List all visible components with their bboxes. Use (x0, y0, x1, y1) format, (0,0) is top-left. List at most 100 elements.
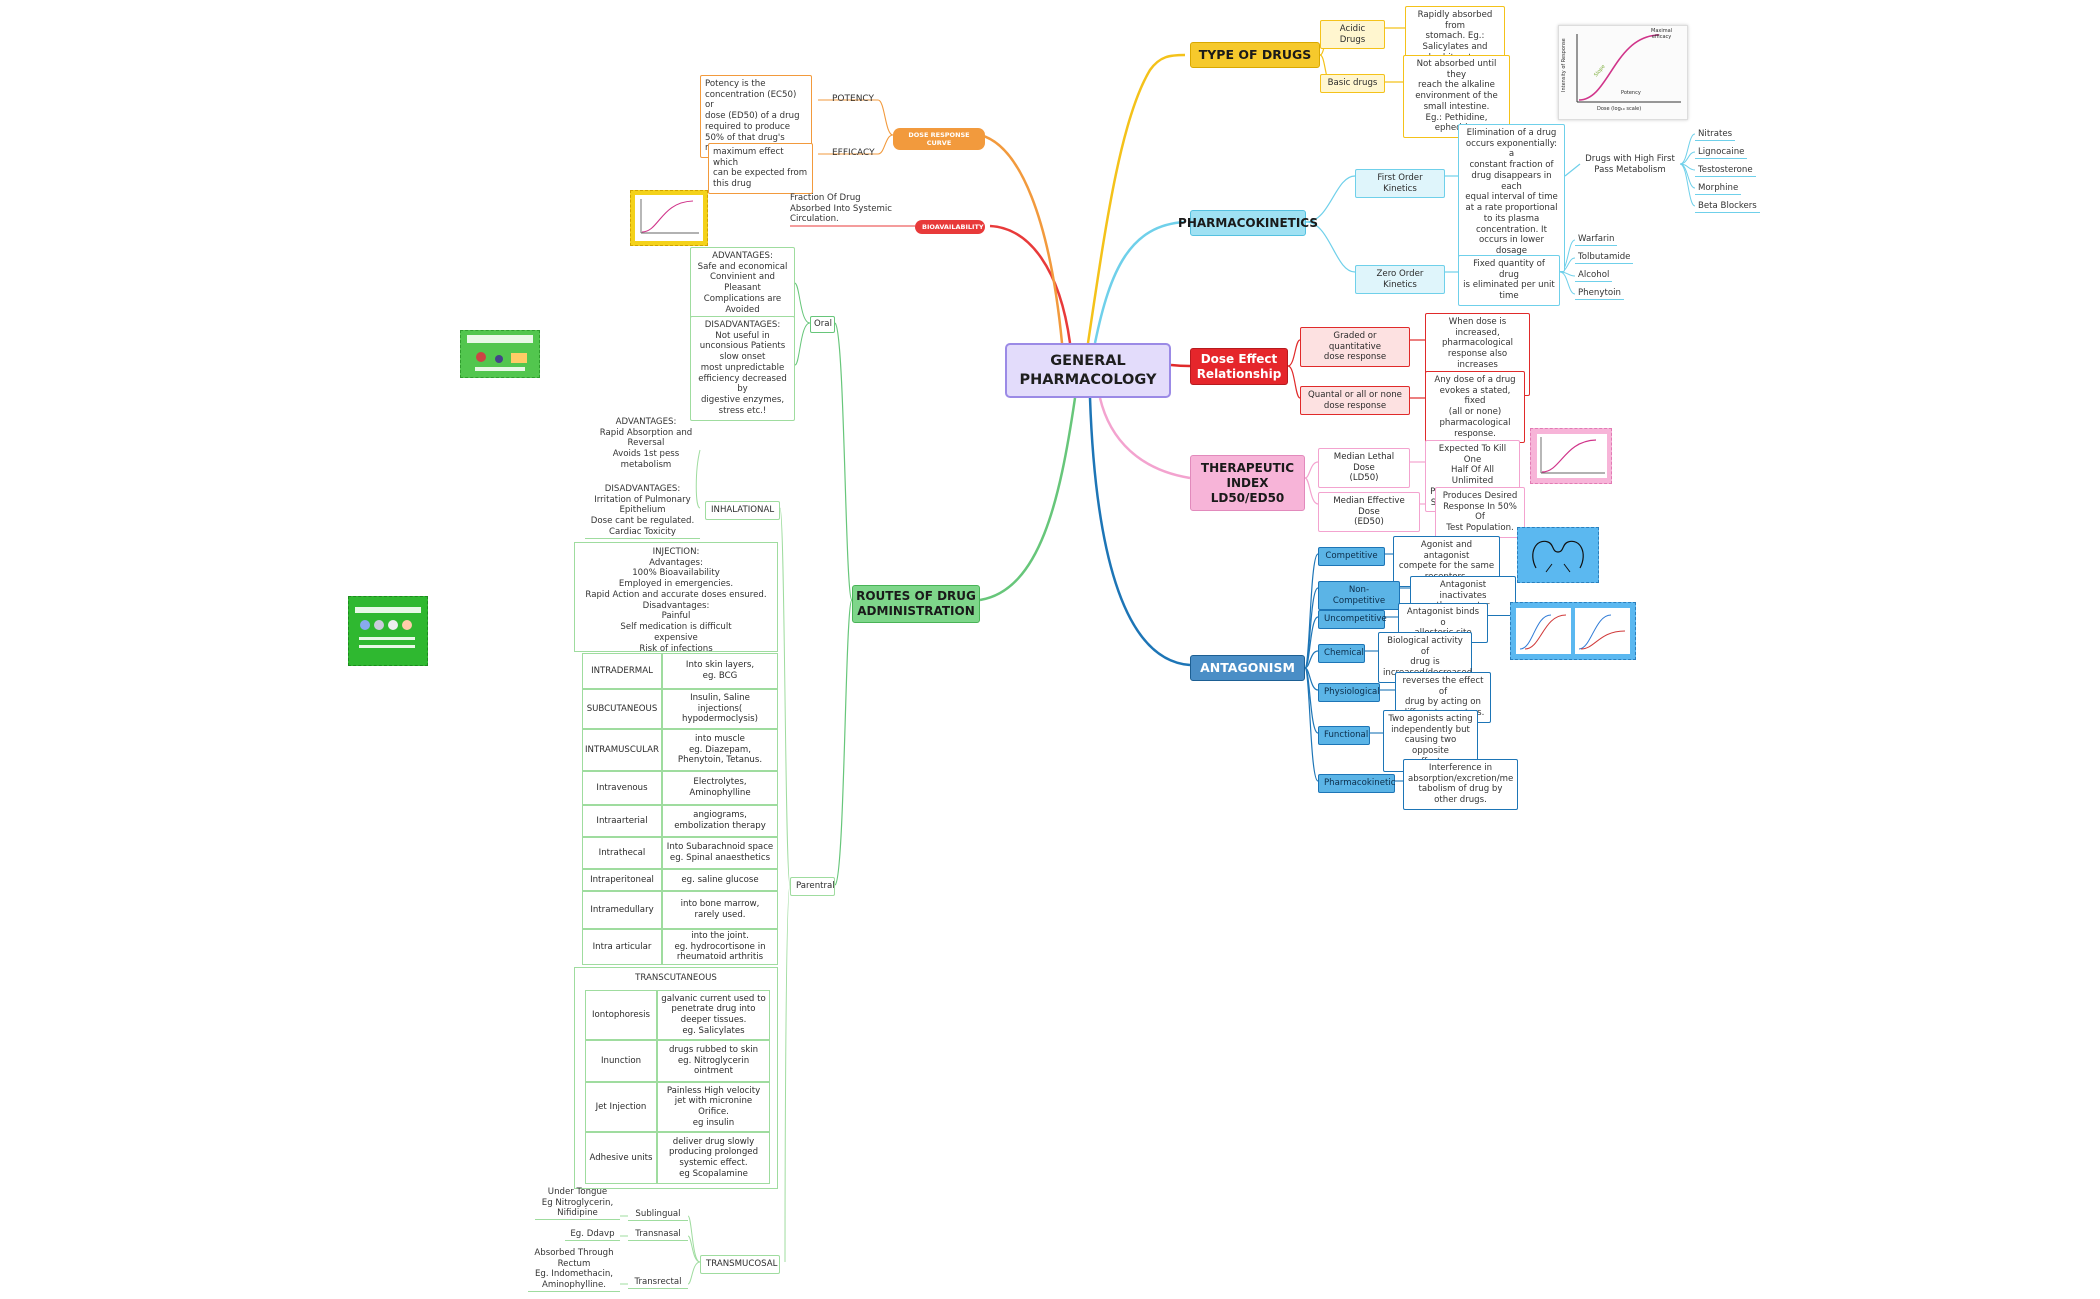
bioavailability-graph-image (630, 190, 708, 246)
route-oral[interactable]: Oral (810, 316, 835, 333)
zero-drug-2[interactable]: Tolbutamide (1575, 252, 1634, 264)
topic-antagonism[interactable]: ANTAGONISM (1190, 655, 1305, 681)
zero-order-kinetics-label[interactable]: Zero Order Kinetics (1355, 265, 1445, 295)
branch-type-of-drugs (1086, 53, 1186, 344)
tc-route-name[interactable]: Adhesive units (585, 1132, 657, 1184)
oral-disadvantages[interactable]: DISADVANTAGES: Not useful in unconsious … (690, 316, 795, 421)
hfp-drug-3[interactable]: Testosterone (1695, 165, 1756, 177)
ed50-desc[interactable]: Produces Desired Response In 50% Of Test… (1435, 487, 1525, 538)
route-desc[interactable]: angiograms, embolization therapy (662, 805, 778, 837)
zero-drug-4[interactable]: Phenytoin (1575, 288, 1624, 300)
route-desc[interactable]: into bone marrow, rarely used. (662, 891, 778, 929)
quantal-response-desc[interactable]: Any dose of a drug evokes a stated, fixe… (1425, 371, 1525, 444)
sigmoid-curve-icon (1537, 434, 1607, 478)
transmucosal-sublingual[interactable]: Sublingual (628, 1209, 688, 1221)
route-inhalational[interactable]: INHALATIONAL (705, 501, 780, 520)
tc-route-name[interactable]: Jet Injection (585, 1082, 657, 1132)
tc-route-desc[interactable]: Painless High velocity jet with micronin… (657, 1082, 770, 1132)
routes-sketch-image-2 (348, 596, 428, 666)
hfp-drug-2[interactable]: Lignocaine (1695, 147, 1748, 159)
topic-type-of-drugs[interactable]: TYPE OF DRUGS (1190, 42, 1320, 68)
tc-route-name[interactable]: Iontophoresis (585, 990, 657, 1040)
tc-route-desc[interactable]: drugs rubbed to skin eg. Nitroglycerin o… (657, 1040, 770, 1082)
antagonism-functional[interactable]: Functional (1318, 726, 1370, 745)
topic-dose-effect-relationship[interactable]: Dose Effect Relationship (1190, 348, 1288, 385)
route-name[interactable]: INTRAMUSCULAR (582, 729, 662, 771)
zero-drug-3[interactable]: Alcohol (1575, 270, 1613, 282)
central-topic[interactable]: GENERAL PHARMACOLOGY (1005, 343, 1171, 398)
graph1-top-label: Maximal efficacy (1651, 28, 1673, 41)
antagonism-non-competitive[interactable]: Non-Competitive (1318, 581, 1400, 611)
route-desc[interactable]: eg. saline glucose (662, 869, 778, 891)
transmucosal-transnasal[interactable]: Transnasal (628, 1229, 688, 1241)
route-desc[interactable]: into the joint. eg. hydrocortisone in rh… (662, 929, 778, 965)
basic-drugs-label[interactable]: Basic drugs (1320, 74, 1385, 93)
antagonism-physiological[interactable]: Physiological (1318, 683, 1380, 702)
therapeutic-graph-image (1530, 428, 1612, 484)
route-desc[interactable]: Into Subarachnoid space eg. Spinal anaes… (662, 837, 778, 869)
route-name[interactable]: Intraarterial (582, 805, 662, 837)
hfp-drug-4[interactable]: Morphine (1695, 183, 1742, 195)
ed50-label[interactable]: Median Effective Dose (ED50) (1318, 492, 1420, 533)
inhalational-disadvantages[interactable]: DISADVANTAGES: Irritation of Pulmonary E… (585, 484, 700, 539)
high-first-pass-label[interactable]: Drugs with High First Pass Metabolism (1585, 154, 1675, 175)
ld50-label[interactable]: Median Lethal Dose (LD50) (1318, 448, 1410, 489)
oral-advantages[interactable]: ADVANTAGES: Safe and economical Convinie… (690, 247, 795, 320)
transcutaneous-heading[interactable]: TRANSCUTANEOUS (635, 973, 717, 983)
graded-response-label[interactable]: Graded or quantitative dose response (1300, 327, 1410, 368)
route-name[interactable]: Intramedullary (582, 891, 662, 929)
tc-route-name[interactable]: Inunction (585, 1040, 657, 1082)
route-desc[interactable]: Electrolytes, Aminophylline (662, 771, 778, 805)
route-desc[interactable]: Insulin, Saline injections( hypodermocly… (662, 689, 778, 729)
antagonist-graphs-image (1510, 602, 1636, 660)
route-name[interactable]: Intra articular (582, 929, 662, 965)
topic-bioavailability[interactable]: BIOAVAILABILITY (915, 220, 985, 235)
routes-sketch-image-1 (460, 330, 540, 378)
figure-icon (467, 335, 533, 371)
antagonism-chemical[interactable]: Chemical (1318, 644, 1365, 663)
bioavailability-desc[interactable]: Fraction Of Drug Absorbed Into Systemic … (790, 193, 893, 225)
hfp-drug-5[interactable]: Beta Blockers (1695, 201, 1760, 213)
efficacy-desc[interactable]: maximum effect which can be expected fro… (708, 143, 813, 194)
topic-dose-response-curve[interactable]: DOSE RESPONSE CURVE (893, 128, 985, 151)
route-name[interactable]: Intraperitoneal (582, 869, 662, 891)
topic-therapeutic-index[interactable]: THERAPEUTIC INDEX LD50/ED50 (1190, 455, 1305, 511)
curves-icon (1516, 608, 1630, 654)
topic-routes-of-administration[interactable]: ROUTES OF DRUG ADMINISTRATION (852, 585, 980, 623)
tc-route-desc[interactable]: galvanic current used to penetrate drug … (657, 990, 770, 1040)
branch-pharmacokinetics (1093, 220, 1186, 344)
sublingual-desc[interactable]: Under Tongue Eg Nitroglycerin, Nifidipin… (535, 1187, 620, 1221)
receptor-icon (1532, 540, 1584, 573)
tc-route-desc[interactable]: deliver drug slowly producing prolonged … (657, 1132, 770, 1184)
zero-drug-1[interactable]: Warfarin (1575, 234, 1618, 246)
route-name[interactable]: INTRADERMAL (582, 653, 662, 689)
first-order-kinetics-label[interactable]: First Order Kinetics (1355, 169, 1445, 199)
pharmacokinetic-desc[interactable]: Interference in absorption/excretion/me … (1403, 759, 1518, 810)
route-desc[interactable]: into muscle eg. Diazepam, Phenytoin, Tet… (662, 729, 778, 771)
transnasal-desc[interactable]: Eg. Ddavp (565, 1229, 620, 1241)
route-name[interactable]: Intravenous (582, 771, 662, 805)
route-name[interactable]: SUBCUTANEOUS (582, 689, 662, 729)
dose-response-graph-image: Maximal efficacy Potency Dose (log₁₀ sca… (1558, 25, 1688, 120)
quantal-response-label[interactable]: Quantal or all or none dose response (1300, 386, 1410, 416)
antagonism-competitive[interactable]: Competitive (1318, 547, 1385, 566)
transrectal-desc[interactable]: Absorbed Through Rectum Eg. Indomethacin… (528, 1248, 620, 1292)
injection-notes[interactable]: INJECTION: Advantages: 100% Bioavailabil… (574, 542, 778, 654)
zero-order-desc[interactable]: Fixed quantity of drug is eliminated per… (1458, 255, 1560, 306)
first-order-desc[interactable]: Elimination of a drug occurs exponential… (1458, 124, 1565, 272)
antagonism-uncompetitive[interactable]: Uncompetitive (1318, 610, 1387, 629)
route-parenteral[interactable]: Parentral (790, 877, 835, 896)
potency-label[interactable]: POTENCY (832, 94, 875, 104)
route-desc[interactable]: Into skin layers, eg. BCG (662, 653, 778, 689)
graph1-y-label: Intensity of Response (1560, 38, 1567, 93)
antagonism-pharmacokinetic[interactable]: Pharmacokinetic (1318, 774, 1395, 793)
topic-pharmacokinetics[interactable]: PHARMACOKINETICS (1178, 210, 1318, 236)
efficacy-label[interactable]: EFFICACY (832, 148, 875, 158)
transmucosal-transrectal[interactable]: Transrectal (628, 1277, 688, 1289)
route-name[interactable]: Intrathecal (582, 837, 662, 869)
hfp-drug-1[interactable]: Nitrates (1695, 129, 1736, 141)
acidic-drugs-label[interactable]: Acidic Drugs (1320, 20, 1385, 50)
route-transmucosal[interactable]: TRANSMUCOSAL (700, 1255, 780, 1274)
inhalational-advantages[interactable]: ADVANTAGES: Rapid Absorption and Reversa… (599, 417, 693, 470)
